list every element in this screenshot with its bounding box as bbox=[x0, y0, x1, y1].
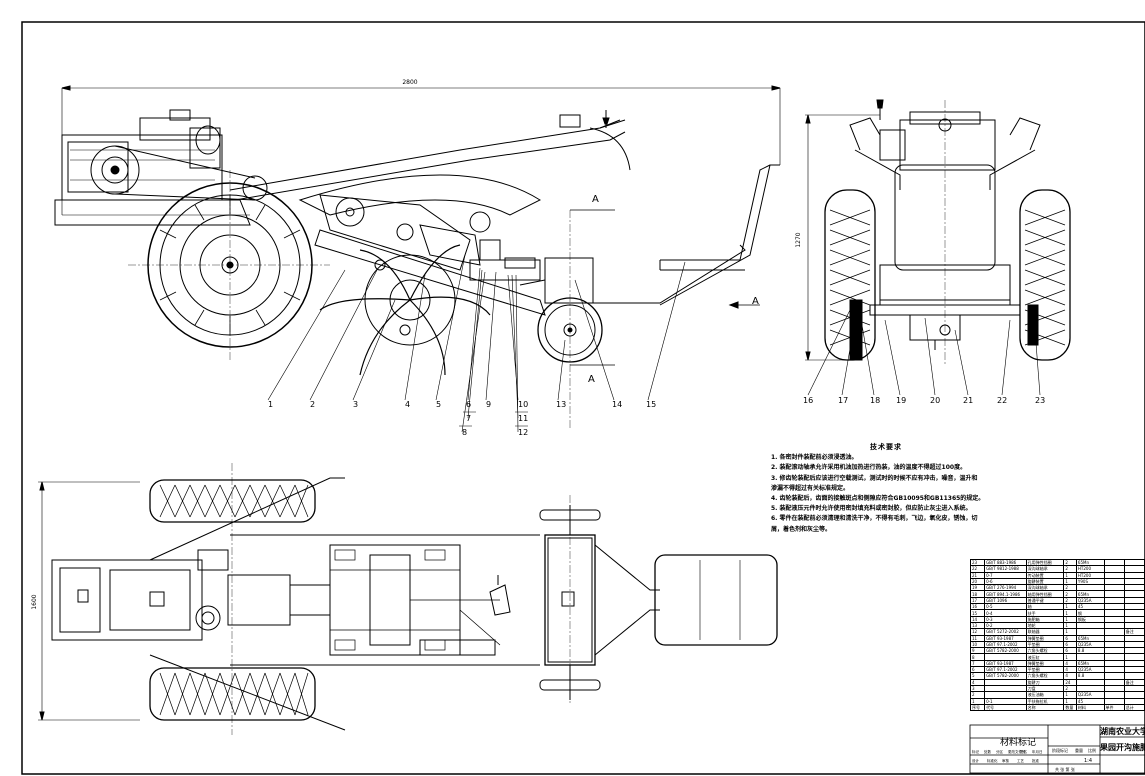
drawing-frame bbox=[21, 21, 1145, 775]
bom-cell: 序号 bbox=[969, 703, 986, 712]
callout-22: 22 bbox=[997, 396, 1007, 405]
change-row: 标记处数分区更改文件号签名年月日 bbox=[972, 749, 1043, 754]
callout-15: 15 bbox=[646, 400, 656, 409]
change-row-label: 签名 bbox=[1020, 749, 1027, 754]
front-view-callouts bbox=[807, 309, 1041, 396]
change-row-label: 分区 bbox=[996, 749, 1004, 754]
bom-cell: 材料 bbox=[1075, 703, 1105, 712]
callout-17: 17 bbox=[838, 396, 848, 405]
requirement-line: 5. 装配液压元件时允许使用密封填充料或密封胶，但应防止灰尘进入系统。 bbox=[771, 505, 972, 513]
plan-view: 1600 bbox=[31, 463, 778, 735]
drawing-name: 果园开沟施肥机 bbox=[1099, 742, 1145, 752]
organization-name: 湖南农业大学 bbox=[1100, 726, 1145, 736]
designer-row-label: 批准 bbox=[1032, 758, 1040, 763]
bom-cell: 数量 bbox=[1063, 703, 1077, 712]
callout-3: 3 bbox=[353, 400, 358, 409]
callout-21: 21 bbox=[963, 396, 973, 405]
callout-20: 20 bbox=[930, 396, 940, 405]
change-row-label: 标记 bbox=[972, 749, 980, 754]
material-mark-label: 材料标记 bbox=[1000, 736, 1036, 748]
scale-label: 比例 bbox=[1088, 747, 1096, 753]
callout-12: 12 bbox=[518, 428, 528, 437]
callout-14: 14 bbox=[612, 400, 622, 409]
bom-cell: 名称 bbox=[1025, 703, 1065, 712]
front-right-tire bbox=[1019, 189, 1071, 361]
callout-16: 16 bbox=[803, 396, 813, 405]
callout-6: 6 bbox=[466, 400, 471, 409]
technical-requirements: 技术要求 1. 各密封件装配前必须浸透油。 2. 装配滚动轴承允许采用机油加热进… bbox=[771, 442, 1001, 535]
side-length-dimension: 2800 bbox=[402, 79, 417, 86]
bom-cell: 单件 bbox=[1103, 703, 1125, 712]
change-row-label: 处数 bbox=[984, 749, 992, 754]
designer-row-label: 标准化 bbox=[987, 758, 998, 763]
bom-cell: 代号 bbox=[984, 703, 1027, 712]
bom-cell: 总计 bbox=[1123, 703, 1145, 712]
scale-value: 1:4 bbox=[1084, 758, 1092, 764]
section-mark-top: A bbox=[592, 194, 599, 205]
technical-requirements-title: 技术要求 bbox=[870, 443, 902, 451]
designer-row-label: 审核 bbox=[1002, 758, 1010, 763]
weight-label: 重量 bbox=[1075, 747, 1083, 753]
callout-7: 7 bbox=[466, 414, 471, 423]
callout-8: 8 bbox=[462, 428, 467, 437]
sheet-info: 共 张 第 张 bbox=[1055, 766, 1075, 772]
callout-1: 1 bbox=[268, 400, 273, 409]
bom-cell: GB/T 894.1-1986 bbox=[984, 590, 1027, 598]
plan-bottom-tire bbox=[149, 667, 316, 721]
requirement-line: 6. 零件在装配前必须清理和清洗干净，不得有毛刺，飞边，氧化皮，锈蚀，切 bbox=[771, 515, 978, 523]
designer-row-label: 设计 bbox=[972, 758, 980, 763]
requirement-line: 屑，着色剂和灰尘等。 bbox=[771, 525, 832, 533]
title-block-frame bbox=[969, 724, 1145, 774]
change-row-label: 更改文件号 bbox=[1008, 749, 1026, 754]
callout-4: 4 bbox=[405, 400, 410, 409]
callout-9: 9 bbox=[486, 400, 491, 409]
callout-23: 23 bbox=[1035, 396, 1045, 405]
designer-row-label: 工艺 bbox=[1017, 758, 1025, 763]
side-view-callouts bbox=[267, 254, 686, 433]
requirement-line: 2. 装配滚动轴承允许采用机油加热进行热装，油的温度不得超过100度。 bbox=[771, 464, 967, 472]
callout-5: 5 bbox=[436, 400, 441, 409]
front-view: 1270 bbox=[795, 99, 1071, 365]
callout-13: 13 bbox=[556, 400, 566, 409]
designer-row: 设计 标准化审核 工艺 批准 bbox=[972, 758, 1040, 763]
stage-label: 阶段标记 bbox=[1052, 747, 1068, 753]
front-height-dimension: 1270 bbox=[795, 232, 802, 247]
requirement-line: 3. 修齿轮装配后应该进行空载测试，测试时的时候不应有冲击，噪音，温升和 bbox=[771, 474, 978, 482]
section-view-arrow-label: A bbox=[752, 296, 759, 307]
side-view: 2800 bbox=[54, 79, 781, 430]
callout-10: 10 bbox=[518, 400, 528, 409]
section-mark-bottom: A bbox=[588, 374, 595, 385]
bom-row: 序号代号名称数量材料单件总计 bbox=[969, 703, 1145, 712]
callout-19: 19 bbox=[896, 396, 906, 405]
change-row-label: 年月日 bbox=[1032, 749, 1043, 754]
requirement-line: 4. 齿轮装配后，齿面的接触斑点和侧隙应符合GB10095和GB11365的规定… bbox=[771, 495, 985, 503]
callout-11: 11 bbox=[518, 414, 528, 423]
requirement-line: 渗漏不得超过有关标准规定。 bbox=[771, 484, 850, 492]
plan-width-dimension: 1600 bbox=[31, 594, 38, 609]
callout-18: 18 bbox=[870, 396, 880, 405]
callout-2: 2 bbox=[310, 400, 315, 409]
fertilizer-box bbox=[544, 257, 594, 304]
requirement-line: 1. 各密封件装配前必须浸透油。 bbox=[771, 454, 858, 462]
